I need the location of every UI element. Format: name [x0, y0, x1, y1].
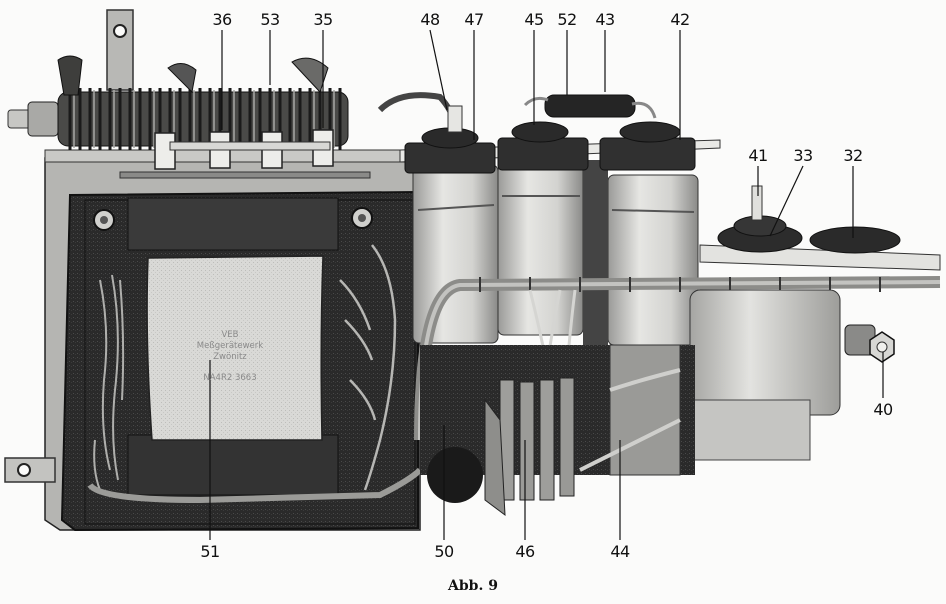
callout-35: 35: [313, 10, 333, 29]
callout-50: 50: [434, 542, 454, 561]
bottom-mounting-tab: [4, 457, 56, 483]
callout-53: 53: [260, 10, 280, 29]
callout-45: 45: [524, 10, 544, 29]
callout-48: 48: [420, 10, 440, 29]
nameplate-line3: Zwönitz: [213, 352, 247, 362]
callout-leader-lines: [209, 29, 884, 540]
top-mounting-tab: [106, 9, 134, 91]
callout-32: 32: [843, 146, 863, 165]
callout-51: 51: [200, 542, 220, 561]
figure-caption: Abb. 9: [448, 578, 498, 594]
tube-sockets: [377, 92, 696, 174]
callout-47: 47: [464, 10, 484, 29]
resistor-coil-53: [7, 55, 371, 179]
callout-44: 44: [610, 542, 630, 561]
callout-33: 33: [793, 146, 813, 165]
transformer-51: [60, 190, 423, 532]
callout-41: 41: [748, 146, 768, 165]
callout-52: 52: [557, 10, 577, 29]
nameplate: VEB Meßgerätewerk Zwönitz NA4R2 3663: [170, 330, 290, 384]
callout-36: 36: [212, 10, 232, 29]
nameplate-line4: NA4R2 3663: [203, 373, 257, 383]
callout-46: 46: [515, 542, 535, 561]
callout-40: 40: [873, 400, 893, 419]
callout-42: 42: [670, 10, 690, 29]
callout-43: 43: [595, 10, 615, 29]
nameplate-line1: VEB: [221, 330, 239, 340]
rectifier-stack-46: [420, 344, 695, 517]
right-subassembly: [689, 185, 941, 461]
nameplate-line2: Meßgerätewerk: [196, 341, 264, 351]
